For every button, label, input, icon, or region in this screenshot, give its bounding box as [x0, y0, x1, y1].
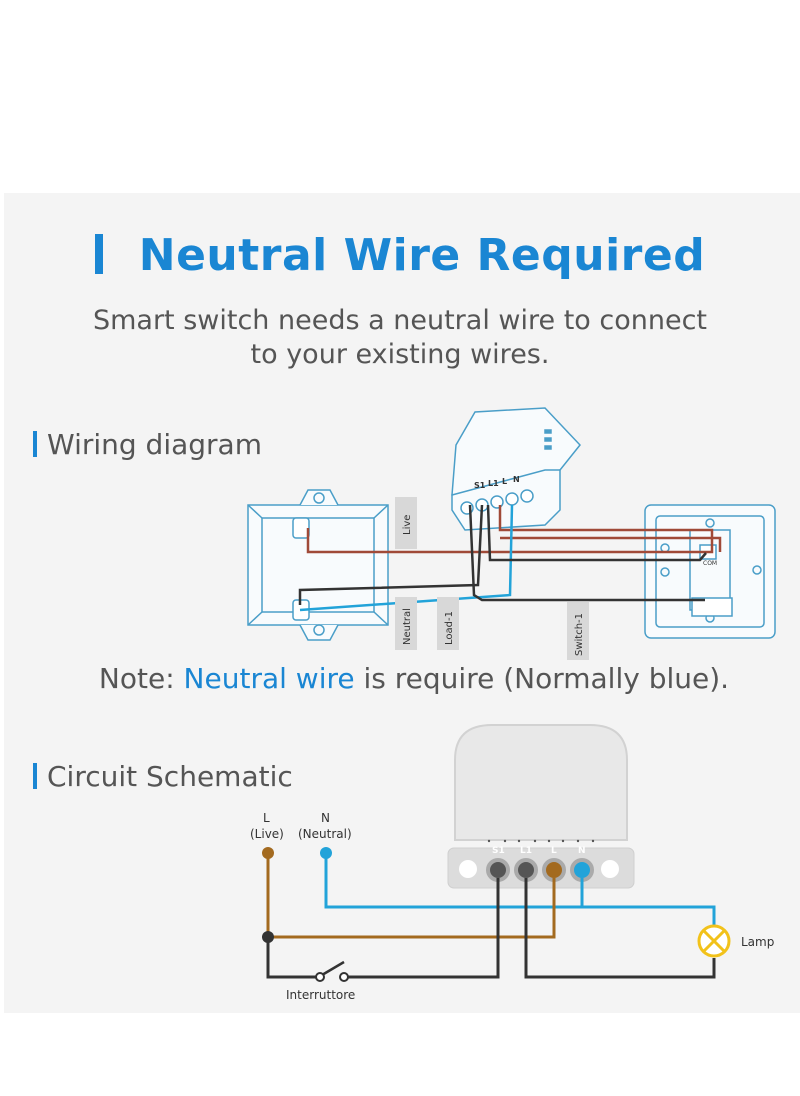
wall-switch: [644, 504, 776, 639]
note-highlight: Neutral wire: [183, 662, 355, 695]
junction-dot: [262, 931, 274, 943]
wire-load-black: [298, 504, 484, 605]
wire-neutral: [299, 504, 514, 612]
schematic-terminal-n: N: [578, 846, 586, 856]
label-switch: Switch-1: [574, 613, 585, 656]
title-bar-mark: [94, 234, 103, 274]
smart-module-wiring: [451, 407, 581, 531]
smart-module-schematic: [447, 724, 635, 889]
module-terminal-n: N: [513, 475, 520, 484]
lamp-label: Lamp: [741, 935, 774, 949]
schematic-terminal-l1: L1: [520, 846, 532, 856]
module-terminal-l1: L1: [488, 479, 499, 488]
wiring-section-title: Wiring diagram: [33, 428, 262, 461]
switch-contact-right: [339, 972, 349, 982]
circuit-section-text: Circuit Schematic: [47, 760, 293, 793]
label-load: Load-1: [444, 611, 455, 645]
wire-com-black: [486, 504, 707, 562]
section-mark: [33, 431, 37, 457]
wire-switch-schematic: [266, 937, 318, 979]
wire-live-2: [500, 536, 722, 552]
junction-box: [247, 489, 389, 641]
title-text: Neutral Wire Required: [138, 230, 706, 281]
schematic-wires: [266, 853, 716, 979]
wire-switch-black: [468, 504, 705, 602]
wire-load-schematic: [524, 878, 716, 979]
switch-contact-left: [315, 972, 325, 982]
module-terminal-l: L: [502, 477, 507, 486]
lamp-icon: [697, 924, 731, 958]
wire-live-schematic: [266, 853, 556, 939]
subtitle-line-2: to your existing wires.: [250, 339, 550, 370]
wire-switch-out: [343, 878, 500, 979]
neutral-label: N: [321, 811, 330, 825]
schematic-terminal-l: L: [551, 846, 557, 856]
switch-com-label: COM: [703, 560, 717, 567]
wire-labels: Live Neutral Load-1 Switch-1: [395, 497, 589, 660]
note-prefix: Note:: [98, 662, 184, 695]
wiring-section-text: Wiring diagram: [47, 428, 262, 461]
circuit-section-title: Circuit Schematic: [33, 760, 293, 793]
subtitle: Smart switch needs a neutral wire to con…: [0, 304, 800, 372]
wiring-wires: [298, 504, 722, 612]
label-live: Live: [402, 515, 413, 535]
module-terminal-s1: S1: [474, 481, 486, 490]
neutral-sublabel: (Neutral): [298, 827, 352, 841]
page-title: Neutral Wire Required: [0, 230, 800, 281]
note-text: Note: Neutral wire is require (Normally …: [0, 662, 800, 695]
live-label: L: [263, 811, 270, 825]
subtitle-line-1: Smart switch needs a neutral wire to con…: [92, 305, 708, 336]
note-suffix: is require (Normally blue).: [354, 662, 730, 695]
schematic-terminal-s1: S1: [492, 846, 505, 856]
live-sublabel: (Live): [250, 827, 284, 841]
terminal-neutral-dot: [320, 847, 332, 859]
switch-label: Interruttore: [286, 988, 355, 1002]
section-mark: [33, 763, 37, 789]
wire-live: [306, 505, 714, 554]
terminal-live-dot: [262, 847, 274, 859]
label-neutral: Neutral: [402, 608, 413, 645]
wire-neutral-schematic: [324, 853, 716, 940]
